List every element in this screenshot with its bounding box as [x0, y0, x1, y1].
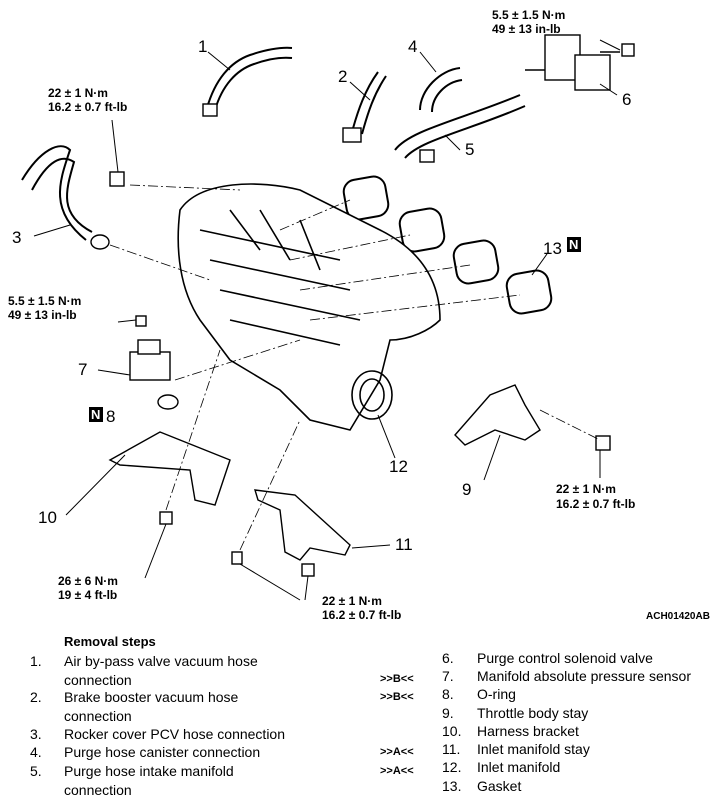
gaskets [342, 175, 553, 315]
callout-7: 7 [78, 360, 87, 379]
torque-top-right-inlb: 49 ± 13 in-lb [492, 22, 561, 36]
torque-mid-left-inlb: 49 ± 13 in-lb [8, 308, 77, 322]
callout-9: 9 [462, 480, 471, 499]
step-number: 2. [30, 689, 42, 705]
hose-3 [21, 145, 87, 241]
torque-top-left-ftlb: 16.2 ± 0.7 ft-lb [48, 100, 127, 114]
step-number: 9. [442, 705, 454, 721]
torque-bottom-mid-nm: 22 ± 1 N·m [322, 594, 382, 608]
step-4: 4. Purge hose canister connection >>A<< [0, 743, 430, 762]
torque-top-left-nm: 22 ± 1 N·m [48, 86, 108, 100]
callout-11: 11 [395, 535, 413, 554]
step-text: Rocker cover PCV hose connection [64, 726, 285, 742]
step-text-cont: connection [64, 782, 132, 798]
step-1: 1. Air by-pass valve vacuum hose connect… [0, 652, 430, 690]
hose-1 [206, 46, 293, 109]
callout-1: 1 [198, 37, 207, 56]
step-2: 2. Brake booster vacuum hose connection … [0, 688, 430, 726]
torque-bottom-left-nm: 26 ± 6 N·m [58, 574, 118, 588]
removal-steps: Removal steps 1. Air by-pass valve vacuu… [0, 632, 725, 802]
hose-clip-1 [202, 103, 218, 117]
torque-bottom-left-ftlb: 19 ± 4 ft-lb [58, 588, 117, 602]
step-text: Purge control solenoid valve [477, 650, 653, 666]
step-text: Purge hose canister connection [64, 744, 261, 760]
step-number: 4. [30, 744, 42, 760]
throttle-body-stay [454, 384, 541, 446]
new-part-mark-13: N [569, 237, 578, 252]
step-6: 6. Purge control solenoid valve [440, 649, 725, 668]
step-text-cont: connection [64, 708, 132, 724]
step-text: Harness bracket [477, 723, 579, 739]
removal-steps-title: Removal steps [64, 634, 156, 649]
step-12: 12. Inlet manifold [440, 758, 725, 777]
step-number: 6. [442, 650, 454, 666]
callout-3: 3 [12, 228, 21, 247]
exploded-parts-diagram: 1 2 3 4 5 6 7 N 8 9 10 11 12 13 N 22 ± 1… [8, 8, 710, 622]
step-text: Manifold absolute pressure sensor [477, 668, 692, 684]
step-number: 7. [442, 668, 454, 684]
step-number: 10. [442, 723, 462, 739]
step-9: 9. Throttle body stay [440, 704, 725, 723]
step-ref: >>A<< [380, 765, 414, 777]
figure-code: ACH01420AB [646, 611, 710, 622]
step-number: 3. [30, 726, 42, 742]
step-number: 13. [442, 778, 462, 794]
hose-4 [419, 67, 461, 111]
callout-5: 5 [465, 140, 474, 159]
step-text: Purge hose intake manifold [64, 763, 234, 779]
step-ref: >>A<< [380, 746, 414, 758]
o-ring [157, 394, 179, 410]
map-sensor [129, 339, 171, 381]
step-3: 3. Rocker cover PCV hose connection [0, 725, 430, 744]
new-part-mark-13-box [567, 237, 581, 252]
callout-4: 4 [408, 37, 417, 56]
torque-right-ftlb: 16.2 ± 0.7 ft-lb [556, 497, 635, 511]
step-number: 5. [30, 763, 42, 779]
step-number: 1. [30, 653, 42, 669]
hose-2 [351, 71, 379, 133]
inlet-manifold [177, 183, 441, 431]
new-part-mark-8: N [91, 407, 100, 422]
torque-top-right-nm: 5.5 ± 1.5 N·m [492, 8, 565, 22]
step-number: 12. [442, 759, 462, 775]
step-ref: >>B<< [380, 691, 414, 703]
step-5: 5. Purge hose intake manifold connection… [0, 762, 430, 800]
new-part-mark-8-box [89, 407, 103, 422]
step-text: O-ring [477, 686, 516, 702]
step-text: Inlet manifold stay [477, 741, 590, 757]
step-13: 13. Gasket [440, 777, 725, 796]
callout-10: 10 [38, 508, 57, 527]
step-text: Brake booster vacuum hose [64, 689, 239, 705]
inlet-manifold-stay [254, 489, 351, 561]
step-number: 8. [442, 686, 454, 702]
step-ref: >>B<< [380, 673, 414, 685]
step-text: Air by-pass valve vacuum hose [64, 653, 258, 669]
step-7: 7. Manifold absolute pressure sensor [440, 667, 725, 686]
purge-solenoid-valve [525, 34, 620, 91]
hose-clip-3 [90, 234, 110, 250]
step-text: Gasket [477, 778, 522, 794]
step-text: Throttle body stay [477, 705, 589, 721]
step-8: 8. O-ring [440, 685, 725, 704]
step-text-cont: connection [64, 672, 132, 688]
step-number: 11. [442, 741, 461, 757]
step-10: 10. Harness bracket [440, 722, 725, 741]
torque-mid-left-nm: 5.5 ± 1.5 N·m [8, 294, 81, 308]
step-11: 11. Inlet manifold stay [440, 740, 725, 759]
hose-5 [394, 94, 521, 151]
hose-clip-5 [419, 149, 435, 163]
torque-right-nm: 22 ± 1 N·m [556, 482, 616, 496]
torque-bottom-mid-ftlb: 16.2 ± 0.7 ft-lb [322, 608, 401, 622]
callout-8: 8 [106, 407, 115, 426]
callout-12: 12 [389, 457, 408, 476]
callout-13: 13 [543, 239, 562, 258]
step-text: Inlet manifold [477, 759, 561, 775]
harness-bracket [108, 431, 231, 506]
callout-6: 6 [622, 90, 631, 109]
hose-clip-2 [342, 127, 362, 143]
callout-2: 2 [338, 67, 347, 86]
